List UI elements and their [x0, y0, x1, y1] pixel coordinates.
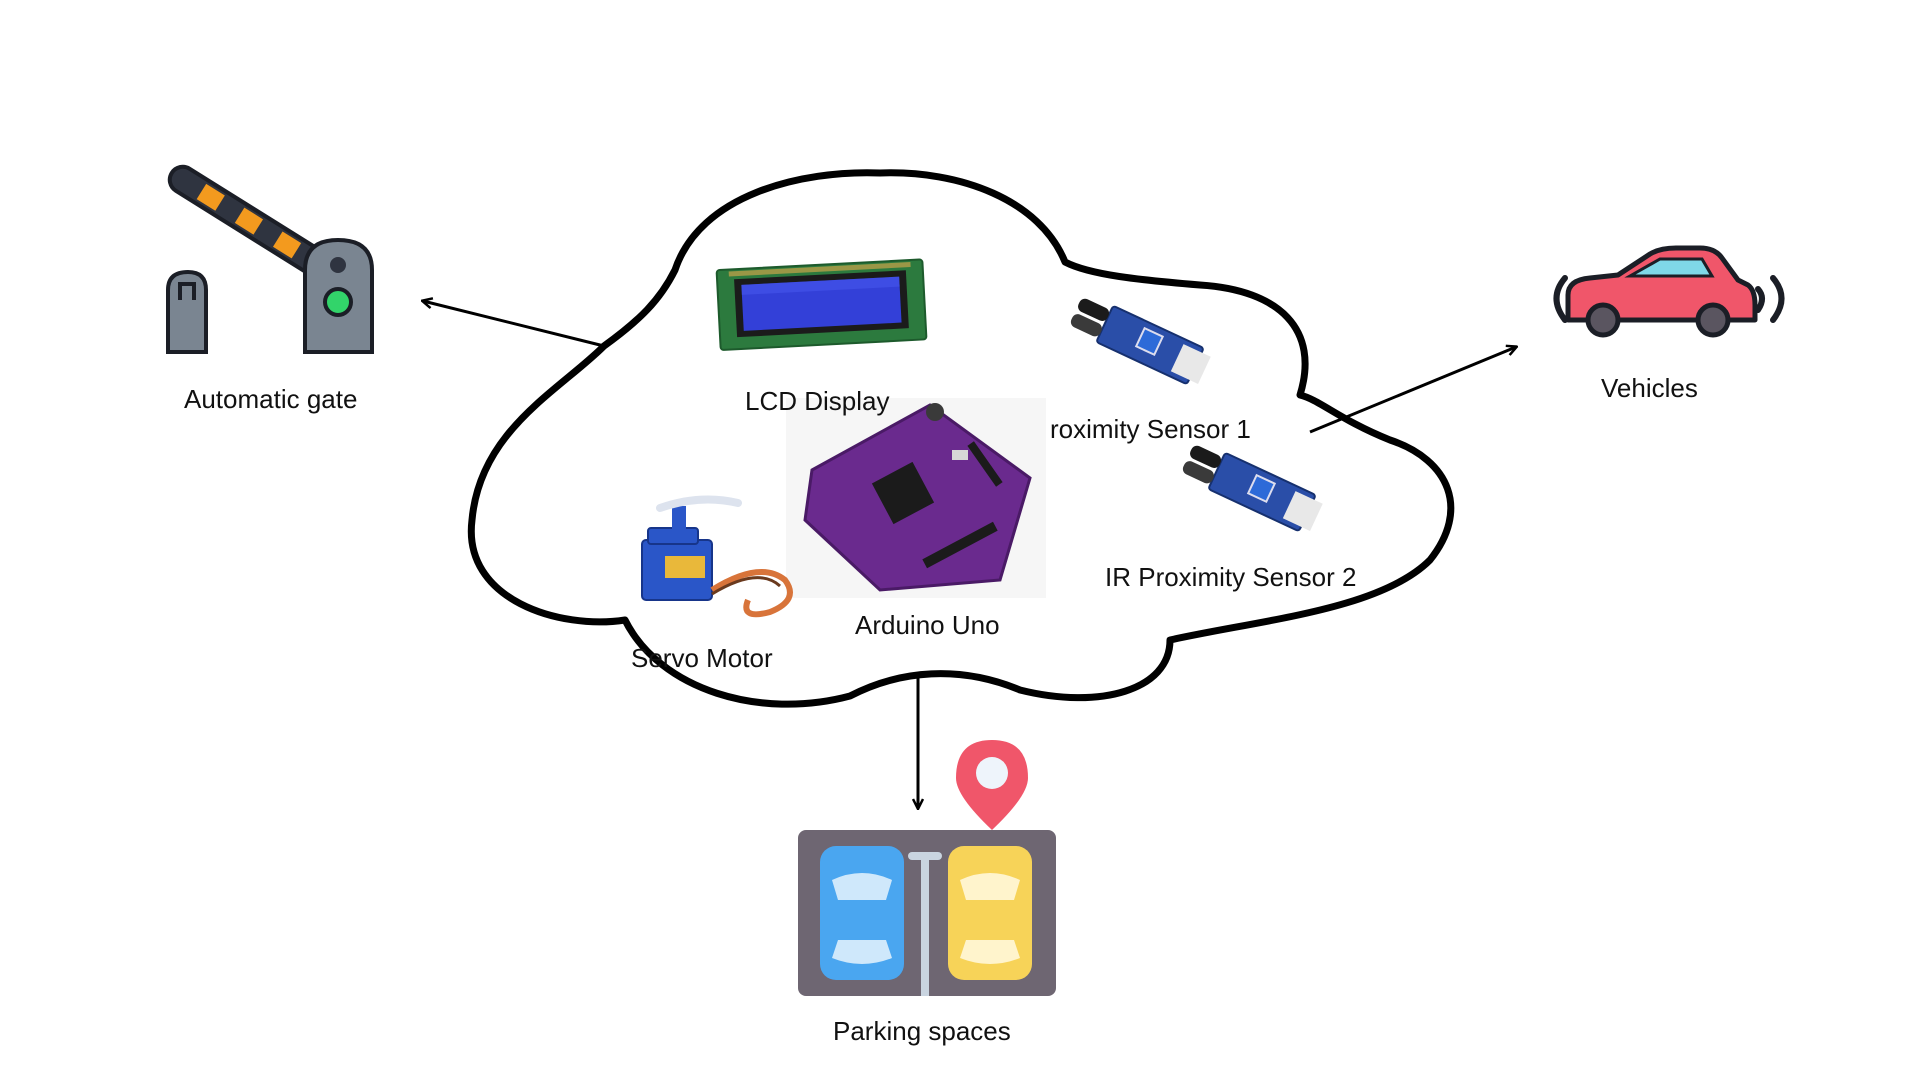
- lcd-module-image: [715, 258, 928, 351]
- arduino-board-image: [786, 398, 1046, 598]
- car-signal-icon: [1553, 245, 1785, 338]
- ir-sensor-image: [1070, 298, 1211, 385]
- ir-sensor-2-label: IR Proximity Sensor 2: [1105, 562, 1357, 592]
- ir-sensor-image: [1182, 445, 1323, 532]
- lcd-display-label: LCD Display: [745, 386, 890, 416]
- servo-motor-label: Servo Motor: [631, 643, 773, 673]
- ir-sensor-1-label: roximity Sensor 1: [1050, 414, 1251, 444]
- barrier-gate-icon: [166, 164, 374, 354]
- vehicles-label: Vehicles: [1601, 373, 1698, 403]
- servo-motor-image: [641, 495, 793, 618]
- parking-lot-icon: [798, 830, 1056, 996]
- arduino-uno-label: Arduino Uno: [855, 610, 1000, 640]
- automatic-gate-label: Automatic gate: [184, 384, 358, 414]
- location-pin-icon: [956, 740, 1028, 830]
- parking-spaces-label: Parking spaces: [833, 1016, 1011, 1046]
- arrow-to-vehicles: [1309, 347, 1516, 434]
- arrow-to-gate: [423, 301, 605, 348]
